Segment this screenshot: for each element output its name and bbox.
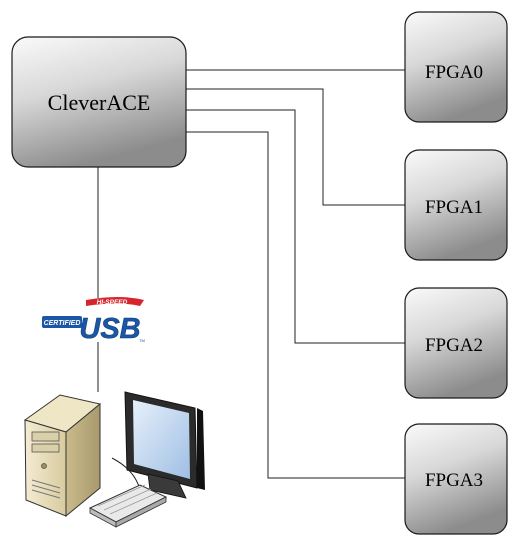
- fpga-box: [404, 149, 508, 261]
- desktop-computer-icon: [23, 391, 205, 528]
- fpga-node: FPGA1: [404, 149, 508, 261]
- controller-node: CleverACE: [11, 36, 187, 168]
- controller-box: [11, 36, 187, 168]
- fpga-node: FPGA2: [404, 287, 508, 399]
- fpga-node: FPGA0: [404, 11, 508, 123]
- fpga-label: FPGA1: [425, 197, 483, 218]
- fpga-box: [404, 423, 508, 535]
- usb-tm-text: TM: [139, 338, 145, 343]
- fpga-box: [404, 11, 508, 123]
- usb-swoosh: [86, 297, 144, 306]
- tower-icon: [23, 394, 102, 518]
- fpga-label: FPGA3: [425, 470, 483, 491]
- fpga-label: FPGA0: [425, 62, 483, 83]
- link-fpga1: [186, 88, 405, 206]
- connection-lines: [97, 69, 405, 479]
- usb-certified-band: [42, 316, 82, 328]
- usb-certified-text: CERTIFIED: [44, 320, 81, 327]
- usb-main-text: USB: [79, 313, 140, 345]
- fpga-box: [404, 287, 508, 399]
- usb-logo-icon: CERTIFIED HI-SPEED USB TM: [42, 297, 145, 345]
- controller-label: CleverACE: [48, 90, 151, 115]
- monitor-icon: [111, 391, 205, 499]
- fpga-label: FPGA2: [425, 335, 483, 356]
- link-fpga3: [186, 131, 405, 479]
- usb-hispeed-text: HI-SPEED: [97, 299, 128, 306]
- keyboard-icon: [88, 484, 168, 528]
- fpga-node: FPGA3: [404, 423, 508, 535]
- link-fpga2: [186, 109, 405, 344]
